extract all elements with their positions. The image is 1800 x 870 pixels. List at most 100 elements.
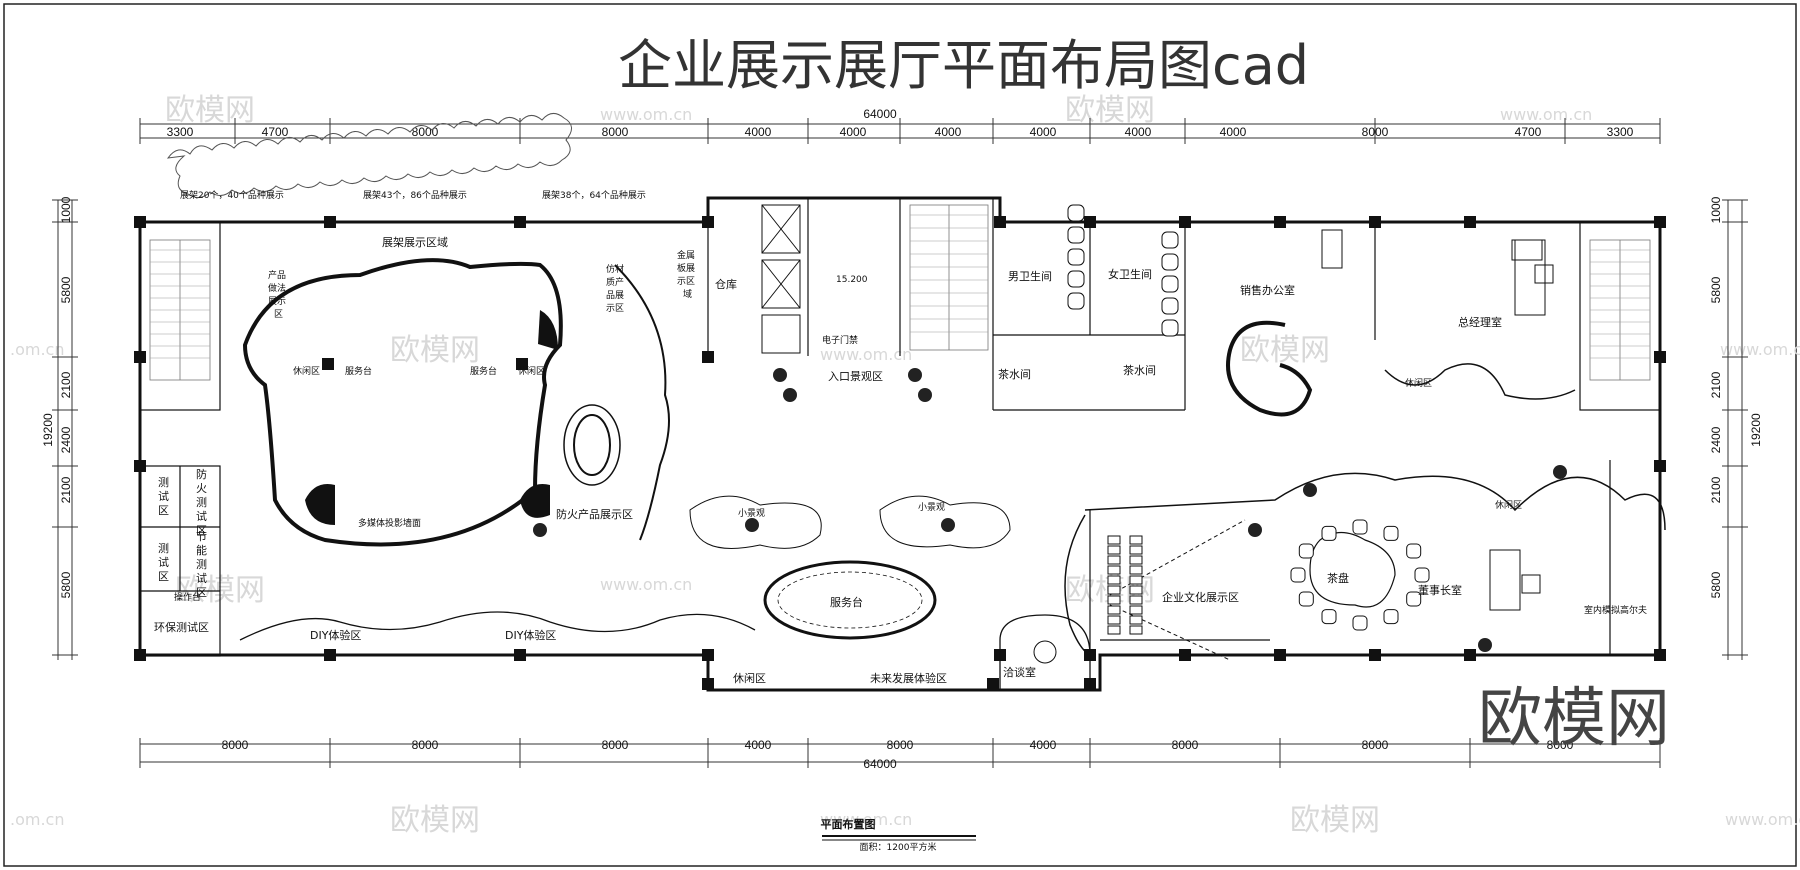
revision-cloud xyxy=(166,113,572,198)
imitation-label: 仿材质产品展示区 xyxy=(606,263,624,314)
plant xyxy=(941,518,955,532)
dim-label: 8000 xyxy=(1547,738,1574,752)
service-left-label: 服务台 xyxy=(345,365,372,377)
dim-label: 8000 xyxy=(412,738,439,752)
golf-label: 室内模拟高尔夫 xyxy=(1584,604,1647,616)
dim-label: 4000 xyxy=(1030,738,1057,752)
rest-area-left-label: 休闲区 xyxy=(293,365,320,377)
toilet-fixture xyxy=(1067,226,1085,244)
tea-chair xyxy=(1321,609,1337,625)
column xyxy=(1654,216,1666,228)
culture-display-box xyxy=(1107,545,1121,555)
column xyxy=(1179,649,1191,661)
note-rack-2: 展架43个，86个品种展示 xyxy=(363,189,467,201)
watermark-logo: 欧模网 xyxy=(390,333,480,368)
dim-label: 4000 xyxy=(1030,125,1057,139)
dim-label: 8000 xyxy=(412,125,439,139)
dim-label: 4000 xyxy=(935,125,962,139)
sales-counter xyxy=(1226,320,1313,417)
dim-label: 5800 xyxy=(59,571,73,598)
sales-office-label: 销售办公室 xyxy=(1240,283,1295,297)
culture-display-box xyxy=(1129,585,1143,595)
dim-label: 5800 xyxy=(1709,571,1723,598)
culture-display-box xyxy=(1107,625,1121,635)
dim-label: 5800 xyxy=(1709,276,1723,303)
column xyxy=(1464,649,1476,661)
tea-chair xyxy=(1321,525,1337,541)
plant xyxy=(783,388,797,402)
service-desk xyxy=(763,560,937,640)
column xyxy=(1464,216,1476,228)
column xyxy=(516,358,528,370)
plant xyxy=(1478,638,1492,652)
column xyxy=(514,216,526,228)
office-desks xyxy=(1321,229,1554,611)
watermark-url: .om.cn xyxy=(10,810,64,829)
culture-display-box xyxy=(1107,615,1121,625)
e-gate-label: 电子门禁 xyxy=(822,334,858,346)
tea-chair xyxy=(1383,525,1399,541)
column xyxy=(1084,216,1096,228)
island-accent xyxy=(538,310,558,350)
dim-bottom-labels: 8000 8000 8000 4000 8000 4000 8000 8000 … xyxy=(222,738,1574,752)
watermark-url: .om.cn xyxy=(10,340,64,359)
watermark-url: www.om.cn xyxy=(820,345,912,364)
dim-label: 2400 xyxy=(59,426,73,453)
toilet-fixture xyxy=(1161,231,1179,249)
service-right-label: 服务台 xyxy=(470,365,497,377)
culture-display-box xyxy=(1129,595,1143,605)
culture-display-box xyxy=(1107,535,1121,545)
dim-label: 8000 xyxy=(1172,738,1199,752)
culture-curve xyxy=(1084,472,1666,531)
note-rack-3: 展架38个，64个品种展示 xyxy=(542,189,646,201)
dim-label: 8000 xyxy=(887,738,914,752)
tea-chairs xyxy=(1290,519,1430,631)
gallery-curve xyxy=(614,264,670,541)
toilet-fixture xyxy=(1067,270,1085,288)
toilet-fixture xyxy=(1161,297,1179,315)
dim-top-labels: 3300 4700 8000 8000 4000 4000 4000 4000 … xyxy=(167,125,1634,139)
tea-table-label: 茶盘 xyxy=(1327,571,1349,585)
column xyxy=(134,649,146,661)
column xyxy=(134,460,146,472)
service-center-label: 服务台 xyxy=(830,595,863,609)
entry-label: 入口景观区 xyxy=(828,370,883,383)
dim-label: 8000 xyxy=(1362,125,1389,139)
island-accent xyxy=(520,484,550,518)
room-labels: 展架展示区域 产品做法展示区 金属板展示区域 仿材质产品展示区 休闲区 服务台 … xyxy=(154,236,1647,685)
tea-chair xyxy=(1352,615,1368,631)
culture-display-box xyxy=(1129,605,1143,615)
control-desk-label: 操作台 xyxy=(174,591,201,603)
watermark-url: www.om.cn xyxy=(1500,105,1592,124)
diy-2-label: DIY体验区 xyxy=(505,628,556,642)
toilet-fixture xyxy=(1161,253,1179,271)
culture-display-box xyxy=(1129,625,1143,635)
watermark-url: www.om.cn xyxy=(820,810,912,829)
culture-display-box xyxy=(1107,555,1121,565)
structural-columns xyxy=(134,216,1666,690)
plants xyxy=(533,368,1567,652)
dim-label: 4000 xyxy=(745,125,772,139)
tea-chair xyxy=(1383,609,1399,625)
dim-label: 8000 xyxy=(602,738,629,752)
dim-label: 2100 xyxy=(1709,476,1723,503)
tea-chair xyxy=(1298,543,1314,559)
dim-label: 1000 xyxy=(1709,196,1723,223)
plant xyxy=(918,388,932,402)
column xyxy=(1654,460,1666,472)
negotiation-room-label: 洽谈室 xyxy=(1003,665,1036,679)
dim-label: 4700 xyxy=(1515,125,1542,139)
culture-display-box xyxy=(1107,605,1121,615)
dim-label: 4000 xyxy=(1220,125,1247,139)
culture-display-box xyxy=(1129,615,1143,625)
rest-chairman-label: 休闲区 xyxy=(1495,499,1522,511)
culture-display-box xyxy=(1107,575,1121,585)
culture-zone-label: 企业文化展示区 xyxy=(1162,590,1239,604)
diy-1-label: DIY体验区 xyxy=(310,628,361,642)
dim-label: 4000 xyxy=(840,125,867,139)
display-oval-inner xyxy=(573,414,611,476)
plant xyxy=(1248,523,1262,537)
watermark-url: www.om.cn xyxy=(600,105,692,124)
watermark-logo: 欧模网 xyxy=(390,803,480,838)
